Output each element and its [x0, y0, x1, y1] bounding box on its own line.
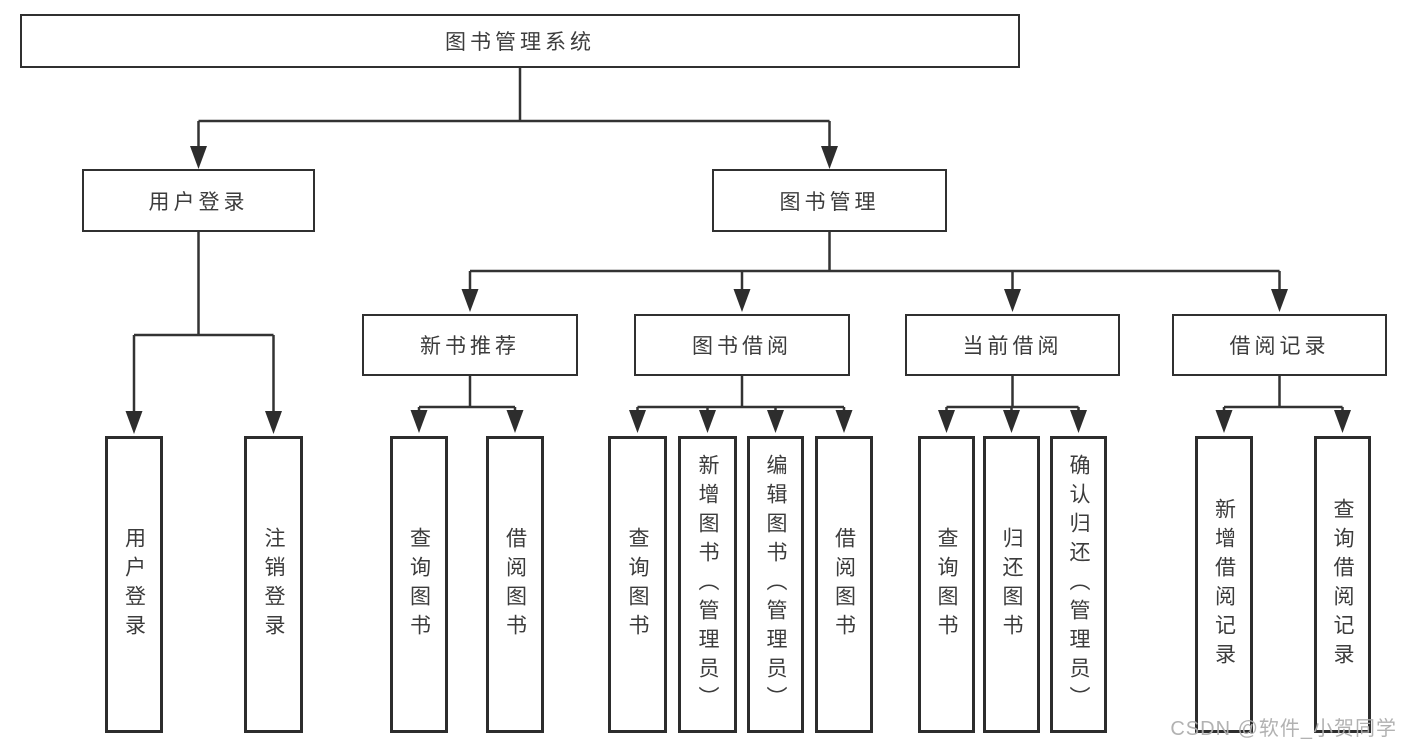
leaf-edit-books-admin: 编辑图书（管理员） [747, 436, 804, 733]
node-new-book-recommend-label: 新书推荐 [420, 335, 520, 358]
node-user-login-label: 用户登录 [148, 190, 249, 214]
node-book-borrow: 图书借阅 [634, 314, 850, 376]
node-book-management: 图书管理 [712, 169, 947, 232]
leaf-confirm-return-admin-label: 确认归还（管理员） [1067, 454, 1090, 715]
node-new-book-recommend: 新书推荐 [362, 314, 578, 376]
leaf-borrow-books-recommend-label: 借阅图书 [503, 526, 527, 643]
connector-book-borrow [636, 376, 846, 412]
node-user-login: 用户登录 [82, 169, 315, 232]
leaf-user-login-label: 用户登录 [122, 526, 146, 643]
leaf-query-borrow-record: 查询借阅记录 [1314, 436, 1371, 733]
leaf-borrow-books-borrow: 借阅图书 [815, 436, 873, 733]
leaf-return-books: 归还图书 [983, 436, 1040, 733]
connector-new-book-recommend-arrowheads [410, 410, 524, 433]
leaf-query-books-recommend-label: 查询图书 [407, 526, 431, 643]
connector-book-management [468, 232, 1281, 291]
leaf-add-books-admin: 新增图书（管理员） [678, 436, 737, 733]
node-borrow-records-label: 借阅记录 [1229, 335, 1330, 358]
leaf-query-books-borrow-label: 查询图书 [626, 526, 649, 643]
leaf-query-borrow-record-label: 查询借阅记录 [1331, 497, 1354, 672]
leaf-add-borrow-record-label: 新增借阅记录 [1212, 497, 1236, 672]
connector-current-borrow-arrowheads [938, 410, 1087, 433]
connector-borrow-records [1222, 376, 1344, 412]
leaf-query-books-current: 查询图书 [918, 436, 975, 733]
connector-book-management-arrowheads [461, 289, 1288, 312]
node-current-borrow-label: 当前借阅 [962, 335, 1063, 358]
leaf-logout: 注销登录 [244, 436, 303, 733]
leaf-query-books-recommend: 查询图书 [390, 436, 448, 733]
leaf-return-books-label: 归还图书 [1000, 526, 1023, 643]
leaf-confirm-return-admin: 确认归还（管理员） [1050, 436, 1107, 733]
watermark: CSDN @软件_小贺同学 [1170, 718, 1397, 740]
leaf-edit-books-admin-label: 编辑图书（管理员） [764, 454, 787, 715]
connector-root-arrowheads [190, 146, 838, 169]
node-library-management-system-label: 图书管理系统 [445, 31, 595, 54]
leaf-query-books-current-label: 查询图书 [935, 526, 958, 643]
leaf-borrow-books-borrow-label: 借阅图书 [832, 526, 856, 643]
leaf-add-books-admin-label: 新增图书（管理员） [696, 454, 719, 715]
connector-new-book-recommend [417, 376, 517, 412]
leaf-user-login: 用户登录 [105, 436, 163, 733]
node-current-borrow: 当前借阅 [905, 314, 1120, 376]
leaf-add-borrow-record: 新增借阅记录 [1195, 436, 1253, 733]
leaf-logout-label: 注销登录 [262, 526, 285, 643]
node-library-management-system: 图书管理系统 [20, 14, 1020, 68]
node-book-borrow-label: 图书借阅 [692, 335, 792, 358]
node-borrow-records: 借阅记录 [1172, 314, 1387, 376]
connector-user-login [132, 232, 275, 413]
connector-root [197, 68, 831, 148]
connector-current-borrow [945, 376, 1080, 412]
leaf-borrow-books-recommend: 借阅图书 [486, 436, 544, 733]
connector-borrow-records-arrowheads [1215, 410, 1351, 433]
node-book-management-label: 图书管理 [779, 190, 880, 214]
leaf-query-books-borrow: 查询图书 [608, 436, 667, 733]
connector-user-login-arrowheads [125, 411, 282, 434]
connector-book-borrow-arrowheads [629, 410, 853, 433]
